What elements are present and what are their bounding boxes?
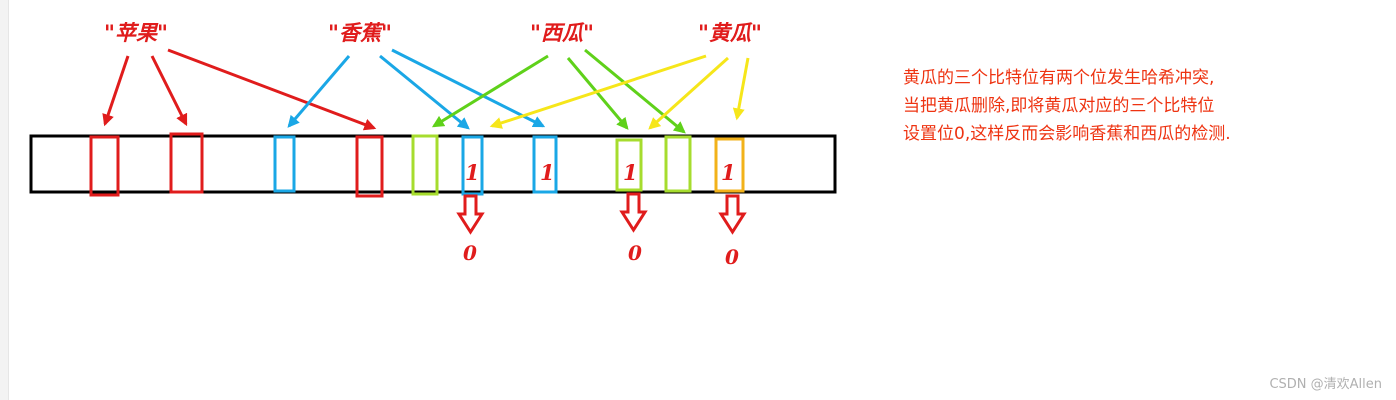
down-arrow-3	[718, 194, 747, 235]
bit-value: 1	[540, 160, 555, 185]
bit-cell-apple-1	[89, 135, 120, 197]
down-arrow-2	[619, 192, 648, 233]
bit-value: 1	[623, 160, 638, 185]
arrow-apple-2	[150, 55, 188, 127]
note-line: 设置位0,这样反而会影响香蕉和西瓜的检测.	[903, 124, 1231, 144]
reset-value: 0	[628, 241, 642, 265]
arrow-banana-3	[391, 48, 546, 128]
bit-cell-collision-1	[461, 135, 484, 196]
bit-cell-watermelon-3	[664, 135, 692, 193]
reset-value: 0	[725, 245, 739, 269]
arrow-watermelon-1	[431, 54, 549, 128]
bit-value: 1	[721, 160, 736, 185]
bit-cell-watermelon-1	[411, 134, 439, 196]
bit-cell-apple-banana	[355, 135, 384, 198]
arrow-cucumber-3	[732, 57, 750, 121]
bit-cell-collision-2	[615, 138, 643, 192]
down-arrow-1	[456, 194, 485, 235]
bloom-filter-diagram: "苹果" "香蕉" "西瓜" "黄瓜" 1 1 1 1 0 0 0	[29, 20, 837, 269]
bit-value: 1	[465, 160, 480, 185]
arrow-cucumber-2	[648, 56, 730, 130]
arrow-watermelon-3	[584, 48, 686, 134]
bit-cell-banana-1	[273, 135, 296, 193]
reset-value: 0	[463, 241, 477, 265]
left-edge-strip	[0, 0, 9, 400]
word-cucumber: "黄瓜"	[698, 20, 762, 45]
word-banana: "香蕉"	[328, 20, 392, 45]
bit-cell-apple-2	[169, 132, 204, 194]
arrow-apple-1	[102, 55, 130, 127]
note-line: 当把黄瓜删除,即将黄瓜对应的三个比特位	[903, 96, 1215, 116]
word-watermelon: "西瓜"	[530, 20, 594, 45]
word-apple: "苹果"	[104, 20, 168, 45]
bit-array	[29, 134, 837, 194]
arrow-banana-1	[287, 55, 351, 128]
arrow-apple-3	[167, 48, 377, 131]
arrow-banana-2	[379, 54, 470, 130]
arrow-cucumber-1	[489, 54, 707, 129]
watermark: CSDN @清欢Allen	[1269, 377, 1382, 392]
explanation-note: 黄瓜的三个比特位有两个位发生哈希冲突, 当把黄瓜删除,即将黄瓜对应的三个比特位 …	[903, 64, 1373, 148]
bit-cell-cucumber-3	[714, 137, 745, 193]
bit-cell-banana-3	[532, 135, 558, 194]
note-line: 黄瓜的三个比特位有两个位发生哈希冲突,	[903, 68, 1215, 88]
